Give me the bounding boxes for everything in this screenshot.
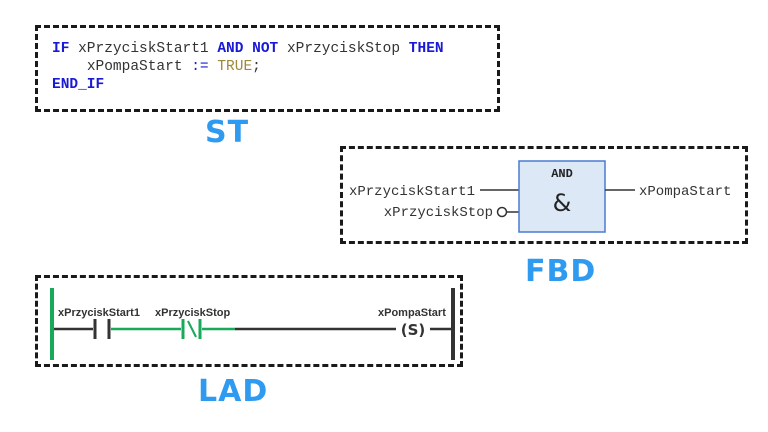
fbd-diagram: xPrzyciskStart1 xPrzyciskStop AND & xPom… (349, 160, 731, 233)
contact-stop-slash (187, 320, 197, 338)
lad-panel: xPrzyciskStart1 xPrzyciskStop xPompaStar… (35, 275, 463, 367)
st-assign-op: := (191, 59, 209, 75)
st-var-start: xPrzyciskStart1 (78, 41, 209, 57)
contact-stop-label: xPrzyciskStop (155, 307, 230, 319)
st-literal-true: TRUE (217, 59, 253, 75)
fbd-negation-circle (496, 206, 508, 218)
st-semicolon: ; (252, 59, 261, 75)
fbd-block-title: AND (551, 167, 573, 181)
st-caption: ST (205, 115, 250, 150)
lad-diagram: xPrzyciskStart1 xPrzyciskStop xPompaStar… (50, 288, 455, 360)
keyword-and: AND (217, 41, 244, 57)
keyword-end-if: END_IF (52, 77, 105, 93)
lad-caption: LAD (198, 374, 269, 409)
keyword-then: THEN (408, 41, 444, 57)
fbd-panel: xPrzyciskStart1 xPrzyciskStop AND & xPom… (340, 146, 748, 244)
st-var-pump: xPompaStart (86, 59, 183, 75)
st-panel: IF xPrzyciskStart1 AND NOT xPrzyciskStop… (35, 25, 500, 112)
fbd-input-stop-label: xPrzyciskStop (384, 205, 493, 221)
keyword-if: IF (52, 41, 70, 57)
st-var-stop: xPrzyciskStop (286, 41, 401, 57)
contact-start-label: xPrzyciskStart1 (58, 307, 140, 319)
fbd-input-start-label: xPrzyciskStart1 (349, 184, 475, 200)
fbd-block-symbol: & (553, 189, 572, 217)
coil-label: xPompaStart (378, 307, 446, 319)
set-coil: (S) (401, 321, 426, 339)
st-code: IF xPrzyciskStart1 AND NOT xPrzyciskStop… (52, 40, 444, 94)
fbd-and-block (518, 160, 606, 233)
keyword-not: NOT (252, 41, 279, 57)
fbd-output-label: xPompaStart (639, 184, 731, 200)
st-indent (52, 59, 87, 75)
fbd-caption: FBD (525, 254, 597, 289)
